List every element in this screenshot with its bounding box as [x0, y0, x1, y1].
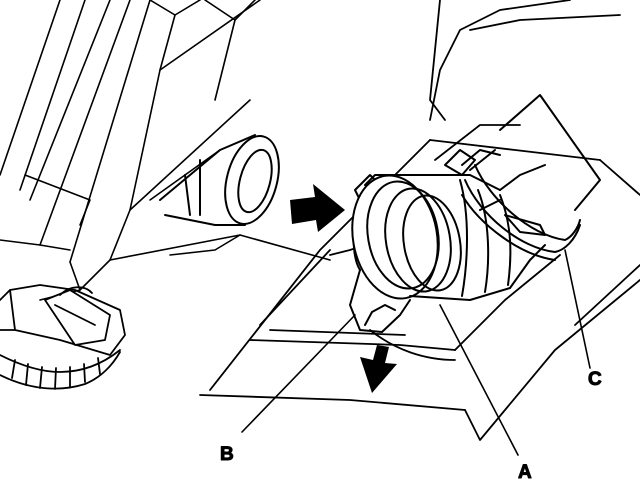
engine-housing [0, 0, 331, 301]
leader-line-a [439, 304, 519, 456]
downward-arrow-icon [360, 345, 397, 393]
callout-c: C [588, 369, 602, 390]
leader-line-b [241, 314, 356, 433]
pipe-stub [159, 134, 280, 226]
sensor-connector [0, 284, 126, 390]
leader-lines [241, 249, 591, 456]
hose-a [351, 164, 546, 301]
hose-clamp-c [444, 94, 601, 261]
leader-line-c [564, 249, 591, 369]
callout-b: B [220, 444, 234, 465]
push-direction-arrow-icon [290, 184, 345, 232]
callout-a: A [518, 462, 532, 483]
